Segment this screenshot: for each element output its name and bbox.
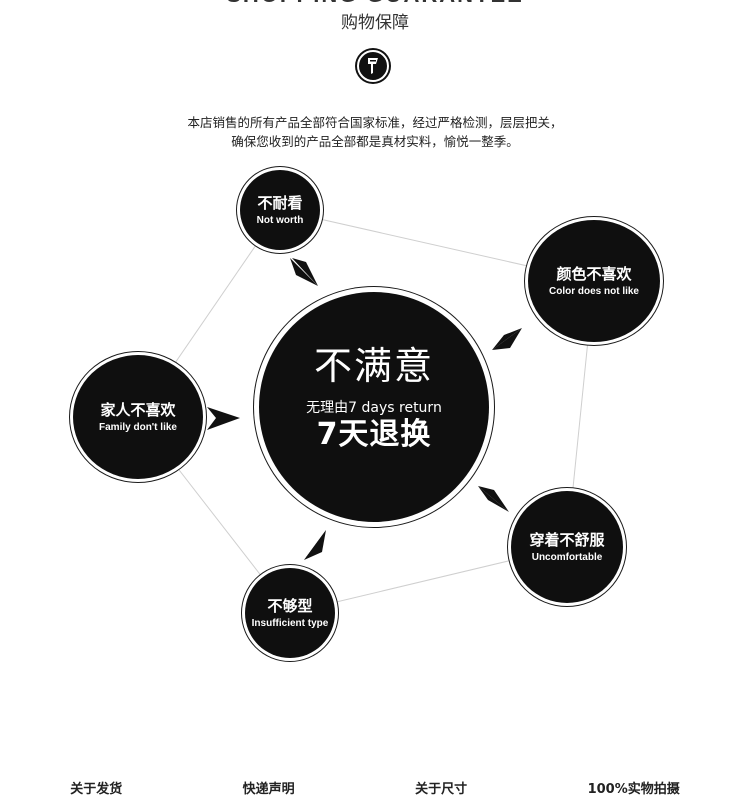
reason-cn: 颜色不喜欢 xyxy=(556,264,632,283)
reason-circle-color: 颜色不喜欢 Color does not like xyxy=(528,220,660,342)
cutoff-heading: SHOPPING GUARANTEE xyxy=(0,0,750,8)
reason-cn: 不够型 xyxy=(267,596,313,615)
reason-en: Insufficient type xyxy=(251,617,329,629)
reason-cn: 家人不喜欢 xyxy=(100,400,176,419)
reason-en: Not worth xyxy=(256,214,304,226)
reason-en: Color does not like xyxy=(548,285,639,297)
reason-circle-uncomfortable: 穿着不舒服 Uncomfortable xyxy=(511,491,623,603)
reason-en: Family don't like xyxy=(99,421,177,433)
reason-cn: 穿着不舒服 xyxy=(529,530,605,549)
arrow-icon xyxy=(290,258,318,286)
center-circle: 不满意 无理由7 days return 7天退换 xyxy=(259,292,489,522)
footer-link-size[interactable]: 关于尺寸 xyxy=(415,782,468,797)
tag-icon xyxy=(357,50,389,82)
center-headline: 不满意 xyxy=(313,344,434,388)
arrow-icon xyxy=(492,328,522,350)
reason-circle-family: 家人不喜欢 Family don't like xyxy=(73,355,203,479)
intro-line-2: 确保您收到的产品全部都是真材实料，愉悦一整季。 xyxy=(231,134,519,149)
arrow-icon xyxy=(207,407,240,430)
arrow-icon xyxy=(478,486,509,512)
reason-circle-insufficient: 不够型 Insufficient type xyxy=(245,568,335,658)
footer-nav: 关于发货 快递声明 关于尺寸 100%实物拍摄 xyxy=(0,778,750,798)
reason-circle-not-worth: 不耐看 Not worth xyxy=(240,170,320,250)
arrow-icon xyxy=(304,530,326,560)
tag-icon-glyph xyxy=(368,58,378,74)
footer-link-real-photos[interactable]: 100%实物拍摄 xyxy=(587,782,680,797)
reason-cn: 不耐看 xyxy=(257,193,303,212)
center-bigline: 7天退换 xyxy=(316,417,432,452)
reason-en: Uncomfortable xyxy=(531,551,603,563)
arrow-icon xyxy=(292,258,318,286)
footer-link-express[interactable]: 快递声明 xyxy=(242,782,295,797)
section-title: 购物保障 xyxy=(341,13,409,33)
footer-link-shipping[interactable]: 关于发货 xyxy=(70,782,123,797)
intro-text: 本店销售的所有产品全部符合国家标准，经过严格检测，层层把关， 确保您收到的产品全… xyxy=(0,113,750,151)
intro-line-1: 本店销售的所有产品全部符合国家标准，经过严格检测，层层把关， xyxy=(187,115,563,130)
center-subline: 无理由7 days return xyxy=(306,400,442,416)
